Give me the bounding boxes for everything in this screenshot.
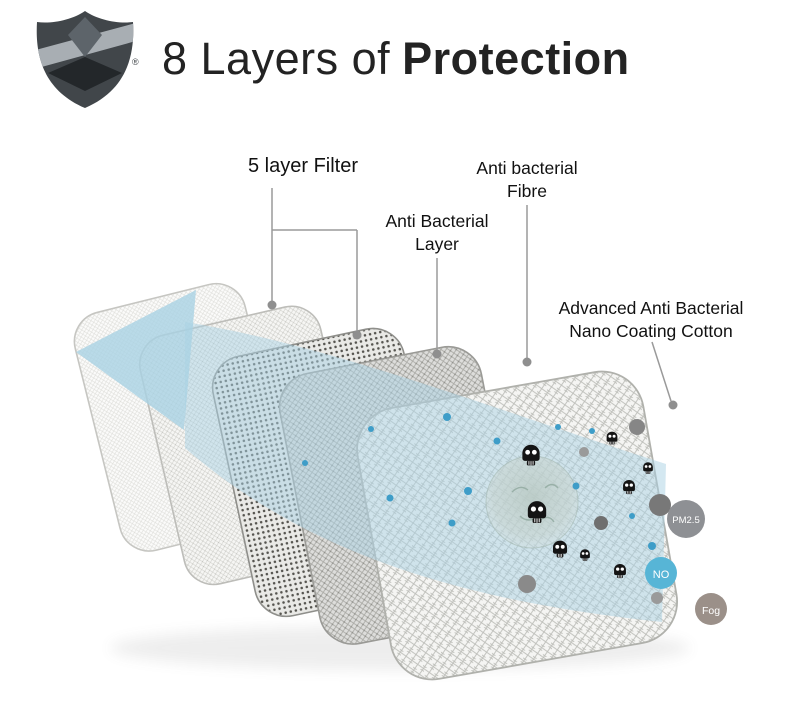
label-anti-bacterial-fibre: Anti bacterial Fibre [476,157,577,203]
registered-mark: ® [132,57,139,67]
fog-label: Fog [702,605,720,617]
fog-particle: Fog [695,593,727,625]
leader-dot [522,357,532,367]
airflow-arrowhead-icon [76,290,196,430]
blue-dot-particles [302,413,656,550]
title-bold: Protection [402,33,630,84]
leader-line-nano-coating [651,341,672,402]
leader-dot [267,300,277,310]
title-light: 8 Layers of [162,33,391,84]
label-five-layer-filter: 5 layer Filter [247,155,359,177]
leader-dot [432,349,442,359]
no-label: NO [653,569,670,581]
leader-line-five-layer [271,188,358,333]
leader-dot [668,400,678,410]
label-anti-bacterial-layer: Anti Bacterial Layer [385,210,488,256]
no-particle: NO [645,557,677,589]
label-line: Anti bacterial [476,158,578,178]
shield-logo-icon: ® [36,11,139,108]
germ-spot [485,455,579,549]
airflow-band [185,322,666,622]
pm25-label: PM2.5 [672,515,699,526]
label-line: Anti Bacterial [385,211,489,231]
gray-particles [518,419,671,604]
label-line: Fibre [507,181,547,202]
leader-dot [352,330,362,340]
pm25-particle: PM2.5 [667,500,705,538]
label-nano-coating: Advanced Anti Bacterial Nano Coating Cot… [559,297,744,343]
label-line: Advanced Anti Bacterial [558,298,744,318]
label-line: Nano Coating Cotton [569,321,733,342]
label-line: Layer [415,234,459,255]
